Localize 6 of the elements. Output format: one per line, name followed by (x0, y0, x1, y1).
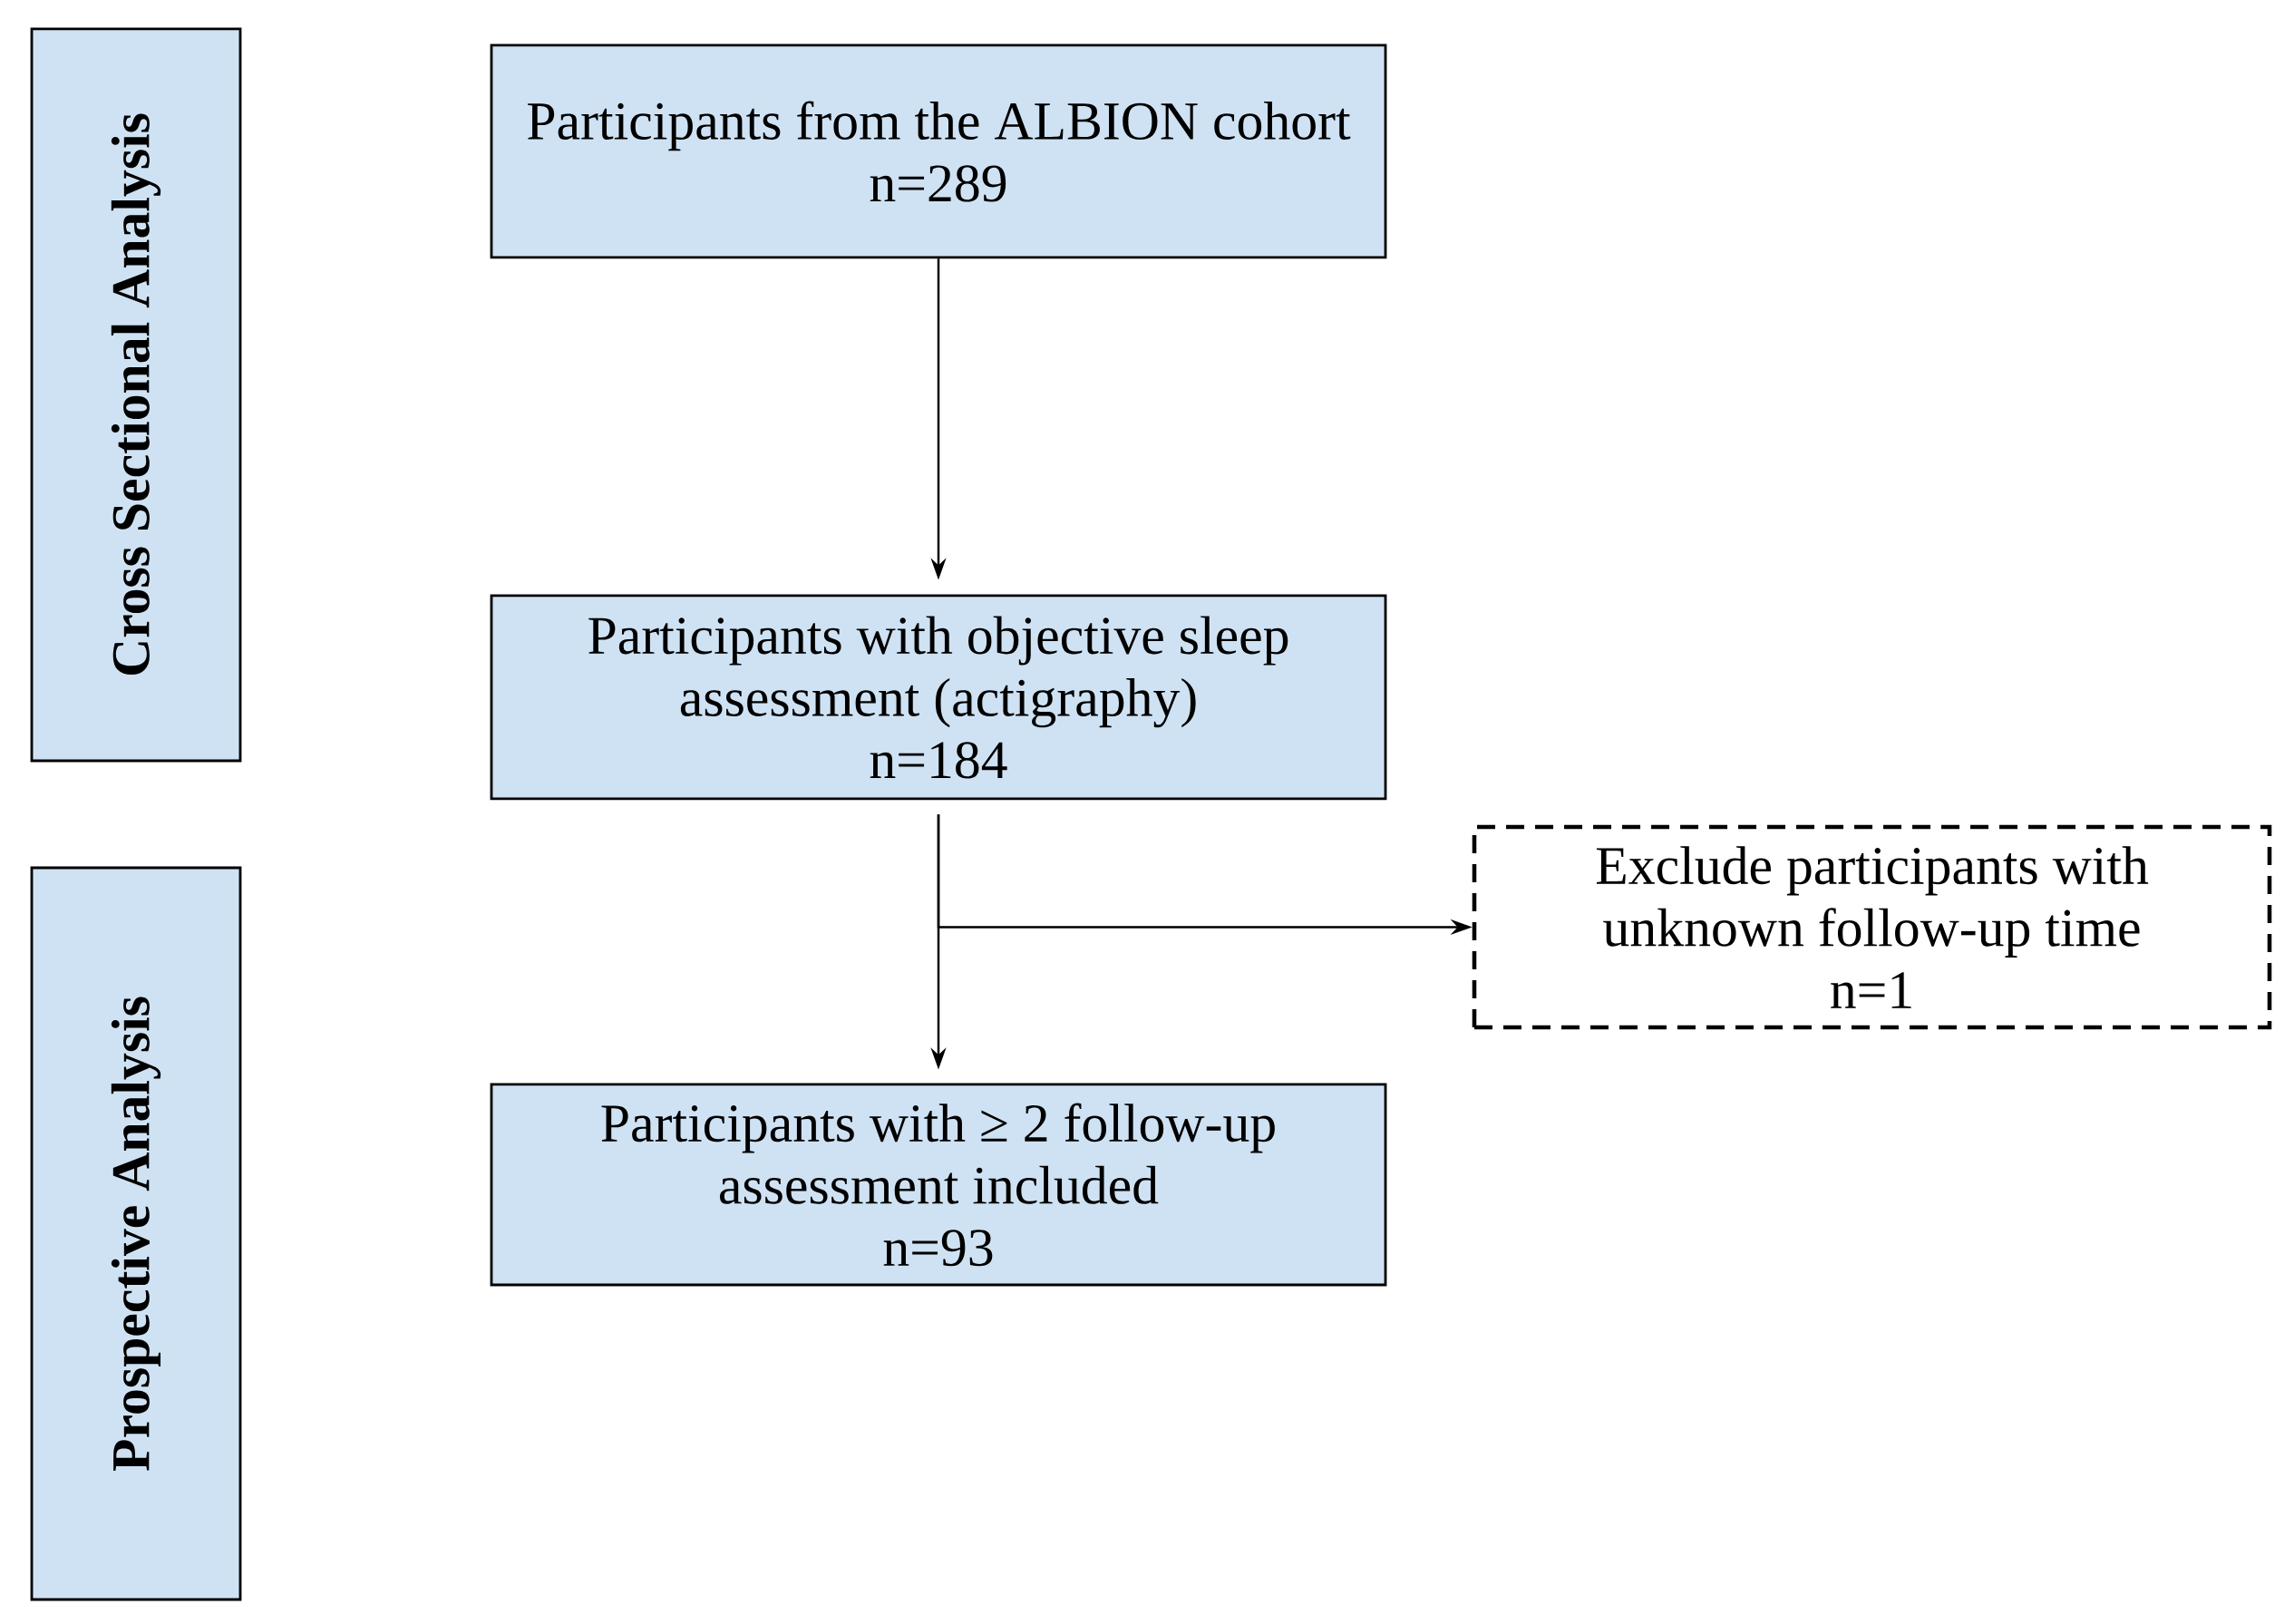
process-box: Participants with objective sleep assessment (actigraphy) n=184 (490, 594, 1387, 801)
process-box: Participants from the ALBION cohort n=289 (490, 44, 1387, 259)
section-label-box: Cross Sectional Analysis (30, 27, 242, 763)
process-box: Participants with ≥ 2 follow-up assessment included n=93 (490, 1083, 1387, 1287)
section-label-box: Prospective Analysis (30, 866, 242, 1601)
exclusion-box: Exclude participants with unknown follow-up time n=1 (1472, 824, 2272, 1030)
